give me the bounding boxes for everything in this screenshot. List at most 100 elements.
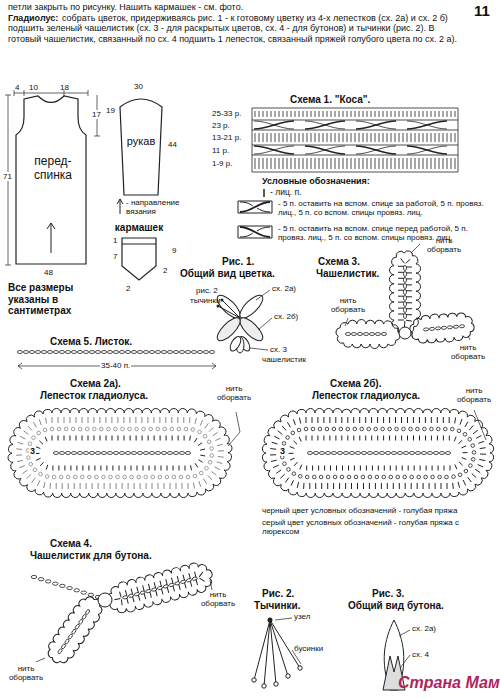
chain-stitch xyxy=(471,458,475,462)
chain-stitch xyxy=(441,326,446,329)
chain-stitch xyxy=(95,475,99,479)
chain-stitch xyxy=(197,351,202,354)
stitch-row xyxy=(35,436,206,471)
pattern-piece: рукав xyxy=(118,95,164,197)
cable-cross xyxy=(305,121,345,129)
chain-stitch xyxy=(375,333,380,336)
chain-stitch xyxy=(47,351,52,354)
chain-stitch xyxy=(131,452,136,455)
leader-line xyxy=(275,618,301,664)
cable-cross xyxy=(356,146,396,154)
label: 23 р. xyxy=(212,121,230,130)
chain-stitch xyxy=(83,452,88,455)
chain-stitch xyxy=(346,427,350,431)
chain-stitch xyxy=(299,475,303,479)
chain-stitch xyxy=(381,333,386,336)
stitch-row xyxy=(270,417,486,489)
leader-line xyxy=(228,412,240,446)
label: узел xyxy=(294,612,310,621)
chain-stitch xyxy=(433,452,438,455)
chain-stitch xyxy=(64,638,69,644)
chain-stitch xyxy=(203,434,207,438)
chain-stitch xyxy=(345,333,350,336)
bead xyxy=(221,299,224,302)
chain-stitch xyxy=(355,452,360,455)
chain-stitch xyxy=(438,475,442,479)
label: Схема 4. xyxy=(50,538,92,550)
chain-stitch xyxy=(319,452,324,455)
chain-stitch xyxy=(431,475,435,479)
label: черный цвет условных обозначений - голуб… xyxy=(262,506,494,515)
chain-stitch xyxy=(93,427,97,431)
chain-stitch xyxy=(337,452,342,455)
cable-cross xyxy=(254,146,294,154)
chain-stitch xyxy=(88,475,92,479)
chain-stitch xyxy=(464,469,468,473)
chain-stitch xyxy=(165,475,169,479)
chain-stitch xyxy=(125,351,130,354)
label: 13-21 р. xyxy=(212,133,241,142)
chain-stitch xyxy=(61,643,66,649)
label: 11 xyxy=(474,2,490,19)
chain-stitch xyxy=(151,475,155,479)
chain-stitch xyxy=(409,427,413,431)
chain-stitch xyxy=(29,462,33,466)
label: нить оборвать xyxy=(212,384,256,402)
chain-stitch xyxy=(469,464,473,468)
chain-stitch xyxy=(457,429,461,433)
scallop-row xyxy=(8,408,232,497)
chain-stitch xyxy=(180,580,186,584)
chain-stitch xyxy=(373,452,378,455)
stitch-row xyxy=(398,259,412,328)
chain-stitch xyxy=(57,427,61,431)
label: петли закрыть по рисунку. Нашить кармаше… xyxy=(8,2,468,12)
chain-stitch xyxy=(191,428,195,432)
chart-grid xyxy=(252,108,458,172)
chain-stitch xyxy=(151,587,157,591)
label: нить оборвать xyxy=(196,590,240,608)
chain-stitch xyxy=(167,351,172,354)
label: нить оборвать xyxy=(4,664,48,682)
piece-name: рукав xyxy=(122,135,160,148)
chain-stitch xyxy=(156,427,160,431)
chain-stitch xyxy=(174,581,180,585)
chain-stitch xyxy=(305,475,309,479)
cable-cross xyxy=(254,121,294,129)
chain-stitch xyxy=(186,475,190,479)
chain-stitch xyxy=(333,475,337,479)
chain-stitch xyxy=(367,427,371,431)
chain-stitch xyxy=(429,327,434,330)
chain-stitch xyxy=(35,351,40,354)
chain-stitch xyxy=(102,475,106,479)
bead xyxy=(252,678,256,682)
chain-stitch xyxy=(292,472,296,476)
scallop-row xyxy=(389,251,420,333)
label: 10 xyxy=(29,83,38,92)
chain-stitch xyxy=(297,428,301,432)
direction-arrow xyxy=(117,199,123,214)
label: Общий вид цветка. xyxy=(180,268,275,280)
label: 71 xyxy=(2,172,13,181)
chain-stitch xyxy=(172,475,176,479)
chain-stitch xyxy=(77,351,82,354)
label: Схема 2а). xyxy=(70,378,121,390)
chain-stitch xyxy=(203,351,208,354)
chain-stitch xyxy=(60,584,66,587)
chain-stitch xyxy=(134,592,140,596)
label: 1-9 р. xyxy=(212,159,232,168)
legend-text: - 5 п. оставить на вспом. спице за работ… xyxy=(278,199,494,217)
chain-stitch xyxy=(45,475,49,479)
label: 35-40 п. xyxy=(100,361,131,370)
chain-stitch xyxy=(179,452,184,455)
ring-symbol xyxy=(98,593,112,607)
outline xyxy=(16,96,86,264)
chain-stitch xyxy=(205,467,209,471)
label: нить оборвать xyxy=(452,386,496,404)
watermark: Страна Мам xyxy=(398,674,500,692)
chain-stitch xyxy=(416,427,420,431)
scallop-row xyxy=(262,409,493,498)
chain-stitch xyxy=(71,427,75,431)
chain-stitch xyxy=(33,468,37,472)
